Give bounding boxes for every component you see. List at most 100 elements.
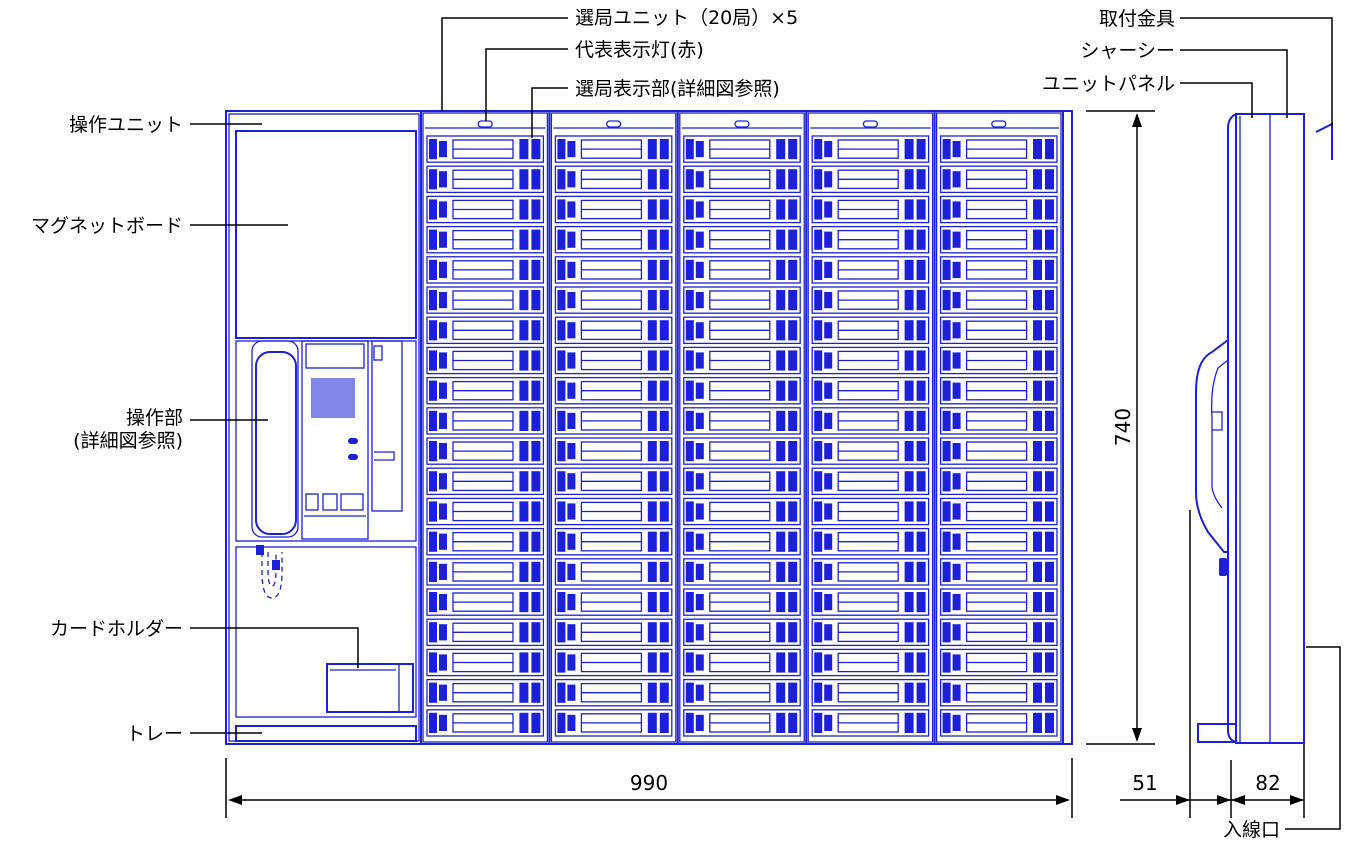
tray [235,725,417,742]
label-cable-inlet: 入線口 [1223,819,1280,841]
station-row [939,225,1058,254]
station-row [811,558,930,586]
station-row [683,225,801,254]
station-row [683,648,801,677]
label-magnet-board: マグネットボード [31,215,183,237]
station-row [939,135,1058,163]
station-row [426,648,545,677]
station-row [426,225,545,254]
button-1 [305,493,319,511]
station-row [811,407,930,435]
station-row [811,437,930,465]
station-row [939,165,1058,194]
station-row [426,618,545,647]
station-row [811,588,930,616]
station-row [683,558,801,586]
representative-lamp [605,120,622,128]
selector-unit [935,111,1064,744]
station-row [939,618,1058,647]
station-row [811,618,930,647]
station-row [683,678,801,707]
station-row [554,316,673,345]
station-row [426,497,545,526]
station-row [426,376,545,405]
handset [255,351,297,535]
station-row [554,195,673,224]
label-indicator-lamp: 代表表示灯(赤) [575,39,704,61]
station-row [426,286,545,314]
station-row [811,165,930,194]
speaker-grille [311,378,355,418]
selector-units [422,111,1064,744]
station-row [683,195,801,224]
station-row [939,678,1058,707]
station-row [554,618,673,647]
station-row [811,316,930,345]
station-row [811,135,930,163]
station-row [426,316,545,345]
station-row [939,709,1058,737]
annotation-lines [190,17,1341,830]
label-operation-part: 操作部 [126,407,183,429]
unit-panel-outline [1227,113,1237,743]
selector-unit [679,111,808,744]
station-row [554,225,673,254]
label-mount-bracket: 取付金具 [1099,8,1175,30]
station-row [939,648,1058,677]
magnet-board [235,130,417,339]
handset-side [1195,339,1229,553]
station-row [683,618,801,647]
station-row [683,467,801,496]
label-selector-unit: 選局ユニット（20局）×5 [575,7,798,29]
label-tray: トレー [126,723,183,745]
representative-lamp [734,120,750,128]
indicator-1 [348,438,358,444]
station-row [939,256,1058,284]
front-panel-outline [225,110,1073,745]
station-row [939,437,1058,465]
dim-width: 990 [630,771,668,795]
station-row [939,316,1058,345]
station-row [426,195,545,224]
station-row [554,558,673,586]
station-row [811,376,930,405]
station-row [554,588,673,616]
station-row [554,286,673,314]
station-row [939,558,1058,586]
station-row [554,467,673,496]
station-row [554,256,673,284]
label-operation-unit: 操作ユニット [69,114,183,136]
station-row [426,558,545,586]
station-row [554,407,673,435]
station-row [426,407,545,435]
station-row [426,165,545,194]
side-view [1195,113,1333,744]
station-row [683,165,801,194]
representative-lamp [862,120,879,128]
station-row [811,527,930,556]
station-row [426,527,545,556]
station-row [426,588,545,616]
label-operation-part-ref: (詳細図参照) [73,430,183,452]
indicator-2 [348,454,358,460]
card-holder-area [235,546,417,718]
station-row [939,407,1058,435]
station-row [811,678,930,707]
station-row [554,165,673,194]
station-row [811,709,930,737]
station-row [939,467,1058,496]
station-row [426,346,545,375]
station-row [683,588,801,616]
station-row [554,376,673,405]
station-row [426,256,545,284]
station-row [683,437,801,465]
dim-depth-b: 82 [1255,771,1280,795]
station-row [811,256,930,284]
station-row [811,346,930,375]
station-row [426,437,545,465]
station-row [554,527,673,556]
station-row [554,497,673,526]
station-row [426,467,545,496]
station-row [939,527,1058,556]
